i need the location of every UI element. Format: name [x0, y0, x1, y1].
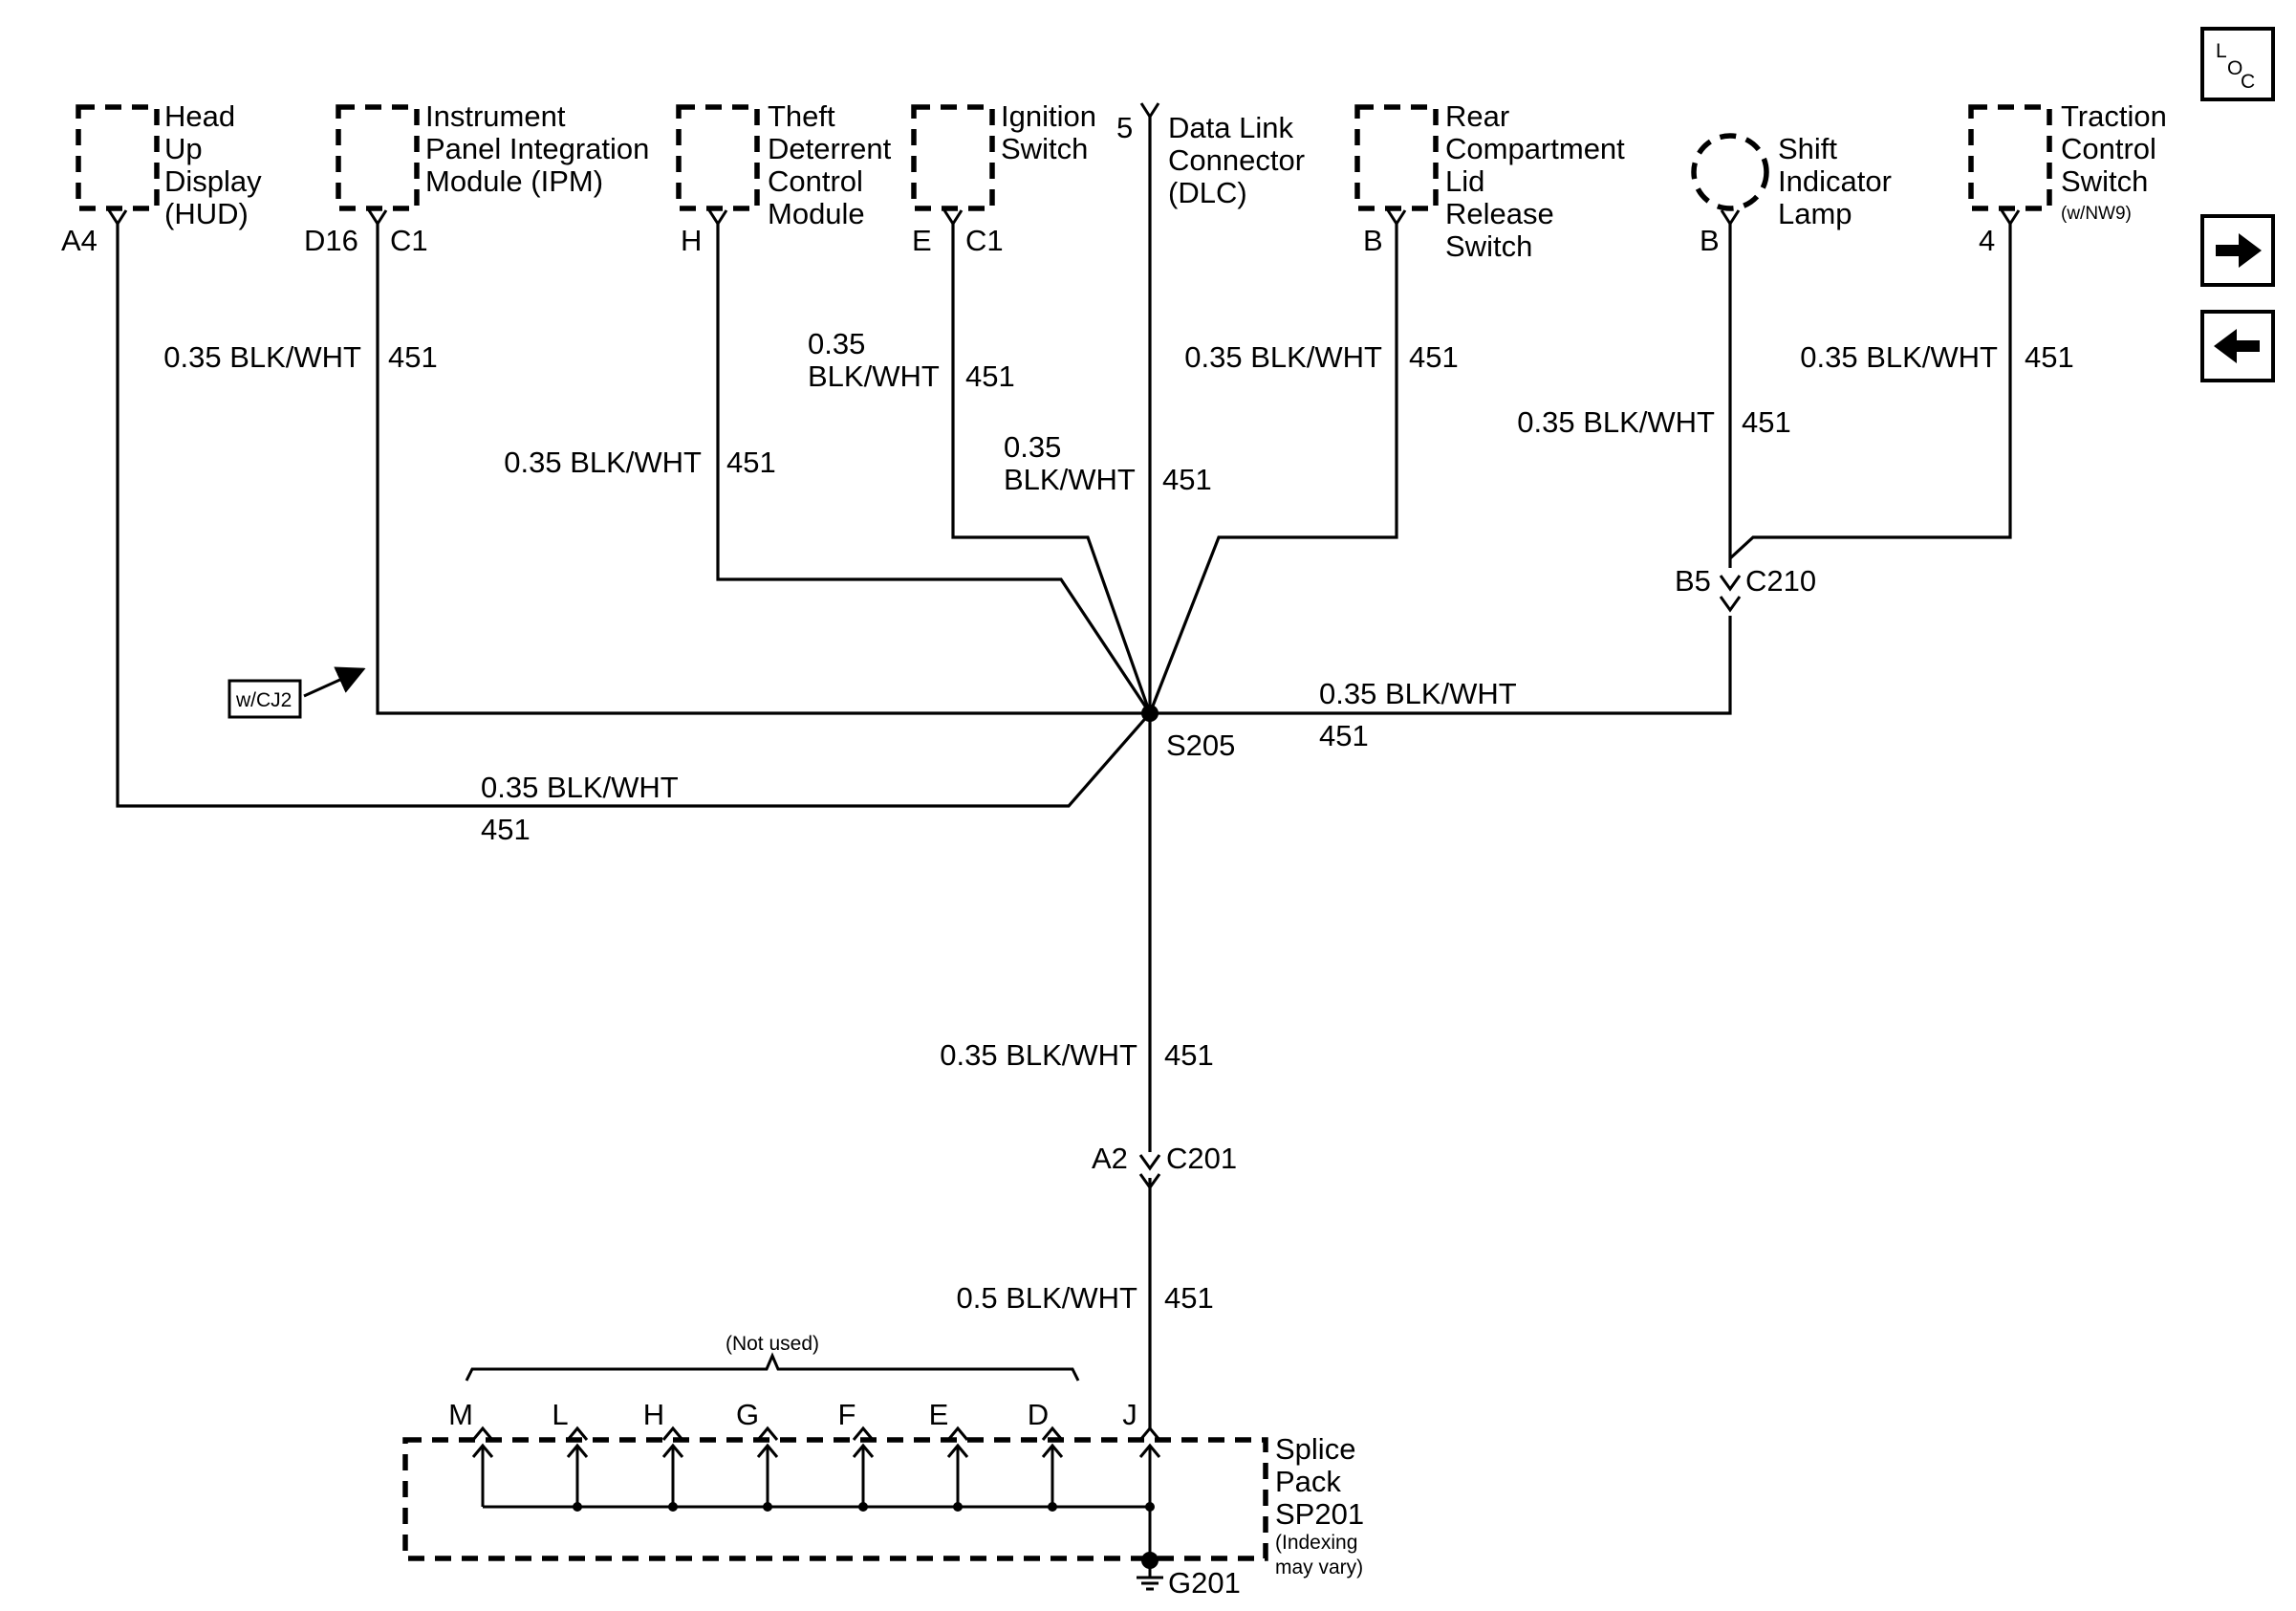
- ipm-label: Instrument Panel Integration Module (IPM…: [425, 99, 658, 198]
- wire-ignition: [951, 224, 1152, 714]
- svg-text:BLK/WHT: BLK/WHT: [808, 359, 940, 393]
- next-page-button[interactable]: [2200, 214, 2275, 287]
- ground-icon: [1137, 1568, 1163, 1591]
- splice-pack-note: (Indexing may vary): [1275, 1532, 1363, 1578]
- arrow-left-icon: [2214, 329, 2260, 363]
- rear-lid-switch-box[interactable]: [1354, 104, 1439, 211]
- connector-c210[interactable]: [1719, 575, 1742, 613]
- svg-text:H: H: [643, 1398, 664, 1431]
- svg-text:0.35 BLK/WHT: 0.35 BLK/WHT: [1184, 340, 1382, 374]
- svg-text:0.35 BLK/WHT: 0.35 BLK/WHT: [504, 446, 702, 479]
- svg-text:0.35 BLK/WHT: 0.35 BLK/WHT: [1319, 677, 1517, 710]
- wire-traction: [1728, 224, 2012, 560]
- svg-text:451: 451: [1409, 340, 1459, 374]
- svg-text:F: F: [838, 1398, 856, 1431]
- option-cj2-arrow: [303, 666, 366, 698]
- c201-pin-a2: A2: [1092, 1142, 1128, 1175]
- ground-g201-label: G201: [1168, 1566, 1241, 1600]
- pin-dlc-5: 5: [1116, 111, 1133, 144]
- loc-button[interactable]: L O C: [2200, 27, 2275, 101]
- pin-ign-e: E: [912, 224, 932, 257]
- svg-text:0.35: 0.35: [808, 327, 865, 360]
- svg-text:451: 451: [1742, 405, 1791, 439]
- connector-c201[interactable]: [1138, 1154, 1161, 1190]
- shift-lamp-circle[interactable]: [1691, 133, 1769, 211]
- splice-pack-pins: [471, 1426, 1161, 1560]
- traction-label: Traction Control Switch: [2061, 99, 2175, 198]
- option-cj2-box: [227, 679, 302, 719]
- pin-theft-h: H: [681, 224, 702, 257]
- conn-ipm-c1: C1: [390, 224, 428, 257]
- loc-letter-l: L: [2216, 40, 2227, 62]
- ignition-label: Ignition Switch: [1001, 99, 1105, 165]
- svg-text:451: 451: [388, 340, 438, 374]
- svg-text:451: 451: [1164, 1281, 1214, 1315]
- svg-text:BLK/WHT: BLK/WHT: [1004, 463, 1136, 496]
- option-cj2-label: w/CJ2: [235, 689, 292, 711]
- svg-text:0.35 BLK/WHT: 0.35 BLK/WHT: [940, 1038, 1137, 1072]
- svg-text:D: D: [1028, 1398, 1049, 1431]
- not-used-brace: [465, 1352, 1080, 1382]
- svg-text:0.35: 0.35: [1004, 430, 1061, 464]
- splice-pin-labels: M L H G F E D J: [448, 1398, 1137, 1431]
- wire-hud: [116, 224, 1152, 808]
- not-used-label: (Not used): [726, 1333, 819, 1355]
- svg-text:0.35 BLK/WHT: 0.35 BLK/WHT: [1517, 405, 1715, 439]
- svg-text:J: J: [1122, 1398, 1137, 1431]
- splice-pack-box[interactable]: [402, 1437, 1268, 1561]
- rear-label: Rear Compartment Lid Release Switch: [1445, 99, 1633, 263]
- traction-switch-box[interactable]: [1968, 104, 2052, 211]
- shift-label: Shift Indicator Lamp: [1778, 132, 1900, 230]
- svg-text:451: 451: [481, 813, 531, 846]
- pin-hud-a4: A4: [61, 224, 97, 257]
- svg-text:E: E: [929, 1398, 949, 1431]
- dlc-label: Data Link Connector (DLC): [1168, 111, 1313, 209]
- previous-page-button[interactable]: [2200, 310, 2275, 382]
- svg-text:G: G: [736, 1398, 759, 1431]
- ground-g201-dot[interactable]: [1141, 1552, 1159, 1569]
- svg-text:451: 451: [965, 359, 1015, 393]
- ignition-switch-box[interactable]: [911, 104, 995, 211]
- svg-text:0.35 BLK/WHT: 0.35 BLK/WHT: [1800, 340, 1998, 374]
- c210-pin-b5: B5: [1675, 564, 1711, 598]
- pin-rear-b: B: [1363, 224, 1383, 257]
- svg-text:0.5 BLK/WHT: 0.5 BLK/WHT: [957, 1281, 1138, 1315]
- ipm-module-box[interactable]: [336, 104, 420, 211]
- theft-module-box[interactable]: [676, 104, 760, 211]
- wire-labels: 0.35 BLK/WHT 451 0.35 BLK/WHT 451 0.35 B…: [163, 327, 2073, 1315]
- svg-text:451: 451: [1319, 719, 1369, 752]
- svg-text:M: M: [448, 1398, 473, 1431]
- pin-ipm-d16: D16: [304, 224, 358, 257]
- svg-text:451: 451: [2025, 340, 2074, 374]
- svg-text:451: 451: [1162, 463, 1212, 496]
- svg-text:0.35 BLK/WHT: 0.35 BLK/WHT: [481, 771, 679, 804]
- theft-label: Theft Deterrent Control Module: [768, 99, 899, 230]
- wire-network: [116, 117, 2012, 1430]
- hud-label: Head Up Display (HUD): [164, 99, 270, 230]
- c210-label: C210: [1745, 564, 1816, 598]
- conn-ign-c1: C1: [965, 224, 1004, 257]
- c201-label: C201: [1166, 1142, 1237, 1175]
- pin-traction-4: 4: [1979, 224, 1995, 257]
- splice-pack-label: Splice Pack SP201: [1275, 1432, 1364, 1531]
- wire-s205-c210: [1150, 616, 1732, 715]
- wire-ipm: [376, 224, 1150, 715]
- splice-s205-label: S205: [1166, 729, 1235, 762]
- svg-text:L: L: [552, 1398, 568, 1431]
- pin-shift-b: B: [1700, 224, 1720, 257]
- splice-pack-dots: [573, 1502, 1155, 1512]
- svg-text:0.35 BLK/WHT: 0.35 BLK/WHT: [163, 340, 361, 374]
- svg-text:451: 451: [1164, 1038, 1214, 1072]
- loc-letter-o: O: [2227, 57, 2242, 79]
- hud-module-box[interactable]: [76, 104, 160, 211]
- svg-text:451: 451: [726, 446, 776, 479]
- wire-theft: [716, 224, 1152, 714]
- splice-s205-dot[interactable]: [1141, 705, 1159, 722]
- wire-rear-lid: [1148, 224, 1398, 714]
- traction-option-note: (w/NW9): [2061, 204, 2132, 224]
- arrow-right-icon: [2216, 233, 2262, 268]
- loc-letter-c: C: [2241, 71, 2255, 93]
